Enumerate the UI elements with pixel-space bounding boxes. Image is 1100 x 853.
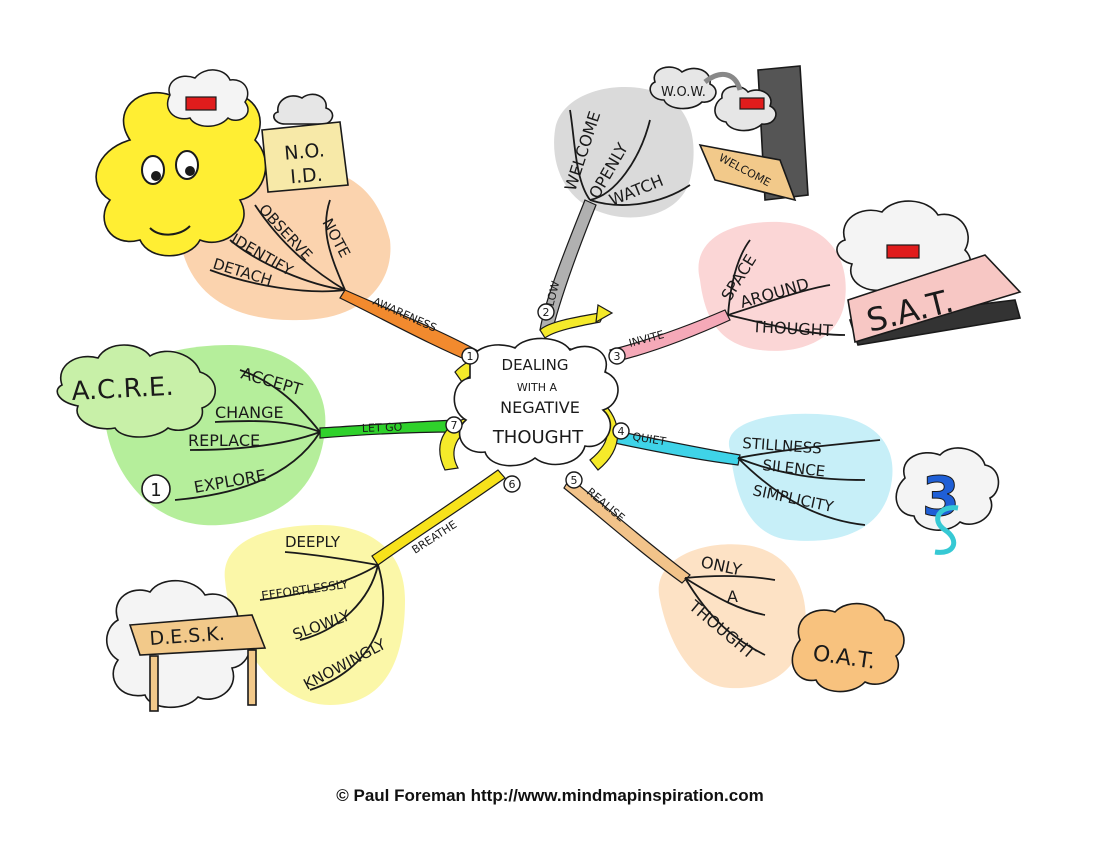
red-block-icon [739, 97, 765, 110]
three-s-symbol: 3 [922, 465, 960, 555]
center-cloud [453, 337, 619, 467]
realise-ribbon [563, 477, 691, 584]
quiet-ribbon [609, 429, 741, 466]
center-title: DEALING WITH A NEGATIVE THOUGHT [492, 356, 584, 448]
invite-ribbon [609, 309, 731, 363]
acre-cloud [56, 344, 217, 438]
noid-line-1: N.O. [283, 139, 325, 164]
oat-cloud [791, 602, 905, 693]
branch-7-label: LET GO [362, 421, 403, 435]
allow-blob [554, 86, 694, 218]
noid-box [261, 93, 349, 193]
branch-2-number: 2 [543, 306, 550, 319]
letgo-item-replace: REPLACE [188, 431, 260, 450]
explore-number: 1 [150, 480, 161, 501]
realise-item-a: A [727, 587, 738, 606]
realise-blob [658, 544, 806, 689]
branch-4-label: QUIET [632, 430, 668, 448]
breathe-ribbon [371, 469, 506, 566]
wow-acronym: W.O.W. [661, 85, 706, 100]
branch-3-number: 3 [614, 350, 621, 363]
center-title-line-2: WITH A [517, 381, 558, 394]
desk-acronym: D.E.S.K. [149, 623, 226, 650]
center-title-line-4: THOUGHT [492, 427, 584, 448]
sat-card [847, 254, 1022, 346]
brain-face [141, 150, 199, 236]
explore-number-circle [141, 474, 171, 504]
copyright-footer: © Paul Foreman http://www.mindmapinspira… [336, 786, 764, 805]
letgo-ribbon [319, 419, 457, 439]
svg-text:3: 3 [922, 465, 960, 528]
branch-7-number: 7 [451, 419, 458, 432]
branch-number-circles [445, 303, 630, 493]
wow-door-illustration [649, 65, 809, 202]
awareness-ribbon [339, 289, 481, 365]
acre-acronym: A.C.R.E. [71, 372, 175, 407]
branch-1-number: 1 [467, 350, 474, 363]
center-title-line-3: NEGATIVE [500, 398, 580, 417]
branch-4-number: 4 [618, 425, 625, 438]
branch-ribbons [319, 199, 741, 584]
breathe-item-deeply: DEEPLY [285, 533, 341, 551]
invite-item-thought: THOUGHT [751, 317, 833, 340]
branch-6-number: 6 [509, 478, 516, 491]
quiet-item-stillness: STILLNESS [742, 434, 823, 458]
noid-line-2: I.D. [289, 164, 323, 189]
desk-icon [128, 614, 267, 712]
branch-5-number: 5 [571, 474, 578, 487]
center-title-line-1: DEALING [502, 356, 569, 374]
red-block-icon [185, 96, 217, 111]
invite-blob [698, 221, 846, 351]
letgo-item-change: CHANGE [215, 403, 284, 422]
red-block-icon [886, 244, 920, 259]
sub-branch-lines [174, 109, 881, 691]
quiet-thought-cloud [895, 447, 1000, 531]
